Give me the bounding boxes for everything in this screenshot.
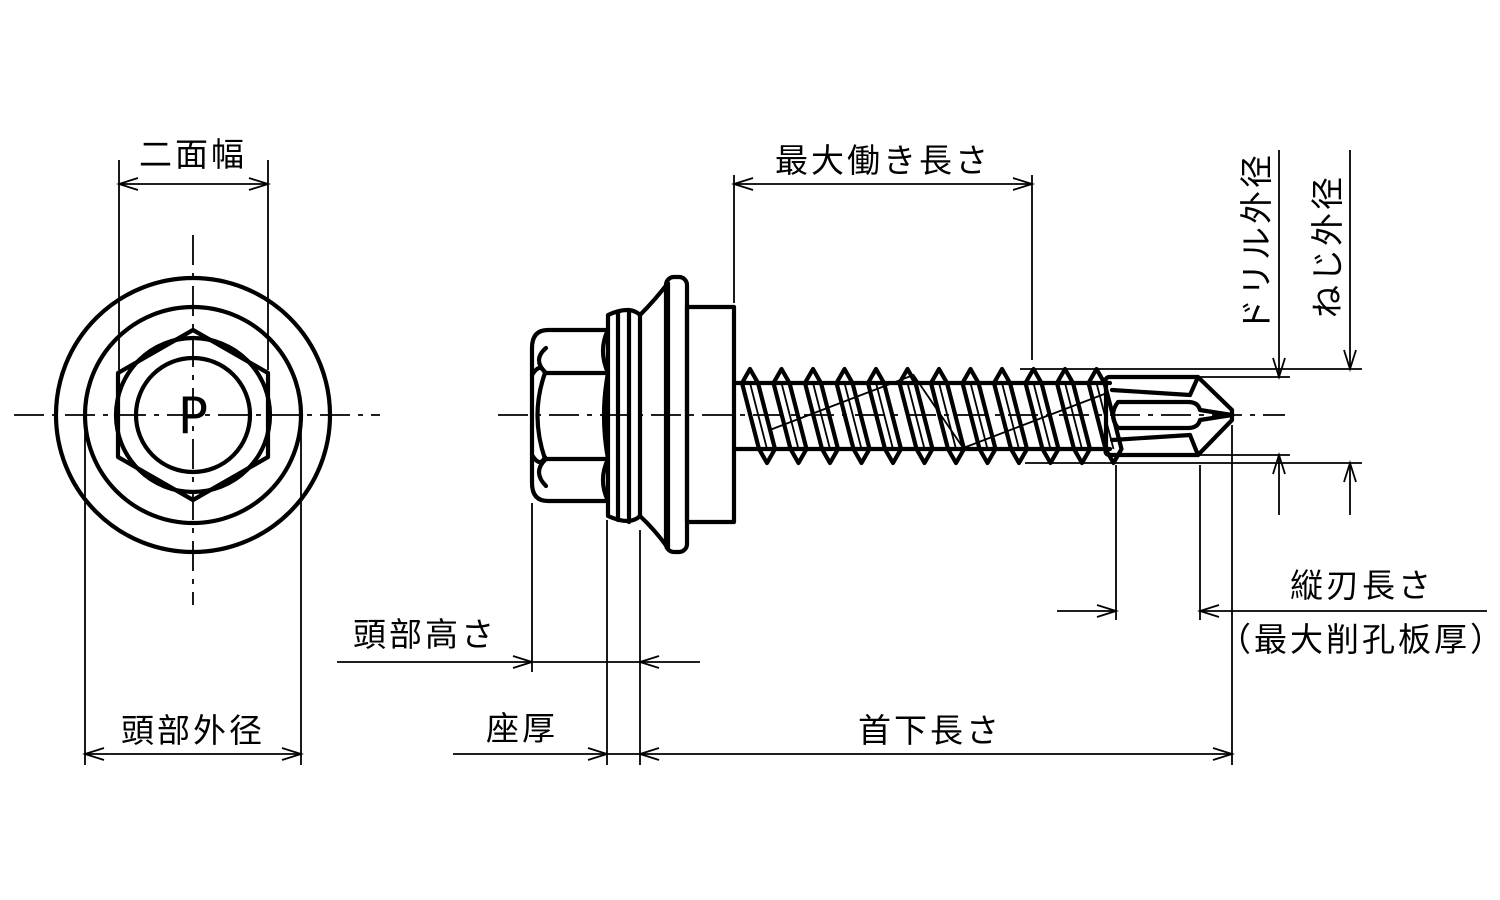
arrow-up-icon [1272, 452, 1286, 475]
thread-flank [938, 382, 957, 450]
washer-outer-circle [53, 275, 333, 555]
thread-crest [865, 366, 904, 466]
label-drill-outer-diameter: ドリル外径 [1237, 152, 1276, 332]
arrow-right-icon [248, 177, 271, 191]
thread-crest [960, 366, 998, 466]
thread-flank [1032, 382, 1052, 450]
thread-crest [802, 366, 841, 466]
arrow-right-icon [587, 747, 610, 761]
front-view: P 二面幅 頭部外径 [14, 135, 380, 765]
thread-flank [906, 382, 926, 450]
drill-flute [1110, 399, 1235, 431]
washer-body [684, 304, 737, 525]
arrow-down-icon [1343, 349, 1357, 372]
thread-flank [749, 382, 768, 450]
arrow-right-icon [512, 655, 535, 669]
thread-flank [969, 382, 989, 450]
thread-flank [1001, 382, 1020, 450]
flange-circle [82, 304, 304, 526]
label-width-across-flats: 二面幅 [139, 135, 247, 174]
arrow-down-icon [1272, 357, 1286, 380]
drill-edge [1187, 432, 1201, 458]
arrow-right-icon [1096, 604, 1119, 618]
flange-scallop [600, 327, 611, 504]
hex-face-curve [536, 345, 549, 489]
hex-head-outline [115, 327, 271, 503]
thread-helix-line [769, 373, 1108, 450]
thread-flank [812, 382, 831, 450]
arrow-left-icon [1197, 604, 1220, 618]
head-mark-p: P [178, 387, 208, 445]
thread-flank [1064, 382, 1083, 450]
thread-crest [834, 366, 872, 466]
label-under-head-length: 首下長さ [858, 711, 1002, 750]
thread-crest [739, 366, 778, 466]
thread-crest [771, 366, 809, 466]
drill-edge [1109, 432, 1193, 443]
thread-flank [780, 382, 800, 450]
thread-flank [843, 382, 863, 450]
arrow-left-icon [116, 177, 139, 191]
thread-crests [739, 366, 1124, 466]
drill-edge [1109, 387, 1193, 398]
arrow-up-icon [1343, 460, 1357, 483]
label-head-outer-diameter: 頭部外径 [121, 711, 265, 750]
thread-crest [928, 366, 967, 466]
hex-head-side [529, 327, 608, 504]
head-top-circle [133, 355, 253, 475]
arrow-right-icon [1012, 177, 1035, 191]
side-view: 最大働き長さ ドリル外径 ねじ外径 縦刃長さ （最大削孔板厚） [337, 141, 1500, 765]
arrow-left-icon [82, 747, 105, 761]
arrow-left-icon [731, 177, 754, 191]
thread-crest [991, 366, 1030, 466]
arrow-right-icon [281, 747, 304, 761]
label-flute-length: 縦刃長さ [1290, 566, 1434, 605]
label-head-height: 頭部高さ [353, 615, 497, 654]
hex-face-curve [535, 370, 548, 462]
label-max-drilling-thickness: （最大削孔板厚） [1218, 620, 1500, 659]
thread-crest [897, 366, 935, 466]
label-max-working-length: 最大働き長さ [775, 141, 991, 180]
arrow-left-icon [637, 655, 660, 669]
hex-chamfer-circle [113, 335, 273, 495]
label-washer-thickness: 座厚 [486, 709, 558, 748]
arrow-right-icon [1212, 747, 1235, 761]
label-thread-outer-diameter: ねじ外径 [1308, 174, 1347, 318]
drill-edge [1187, 374, 1201, 398]
thread-flank [875, 382, 894, 450]
